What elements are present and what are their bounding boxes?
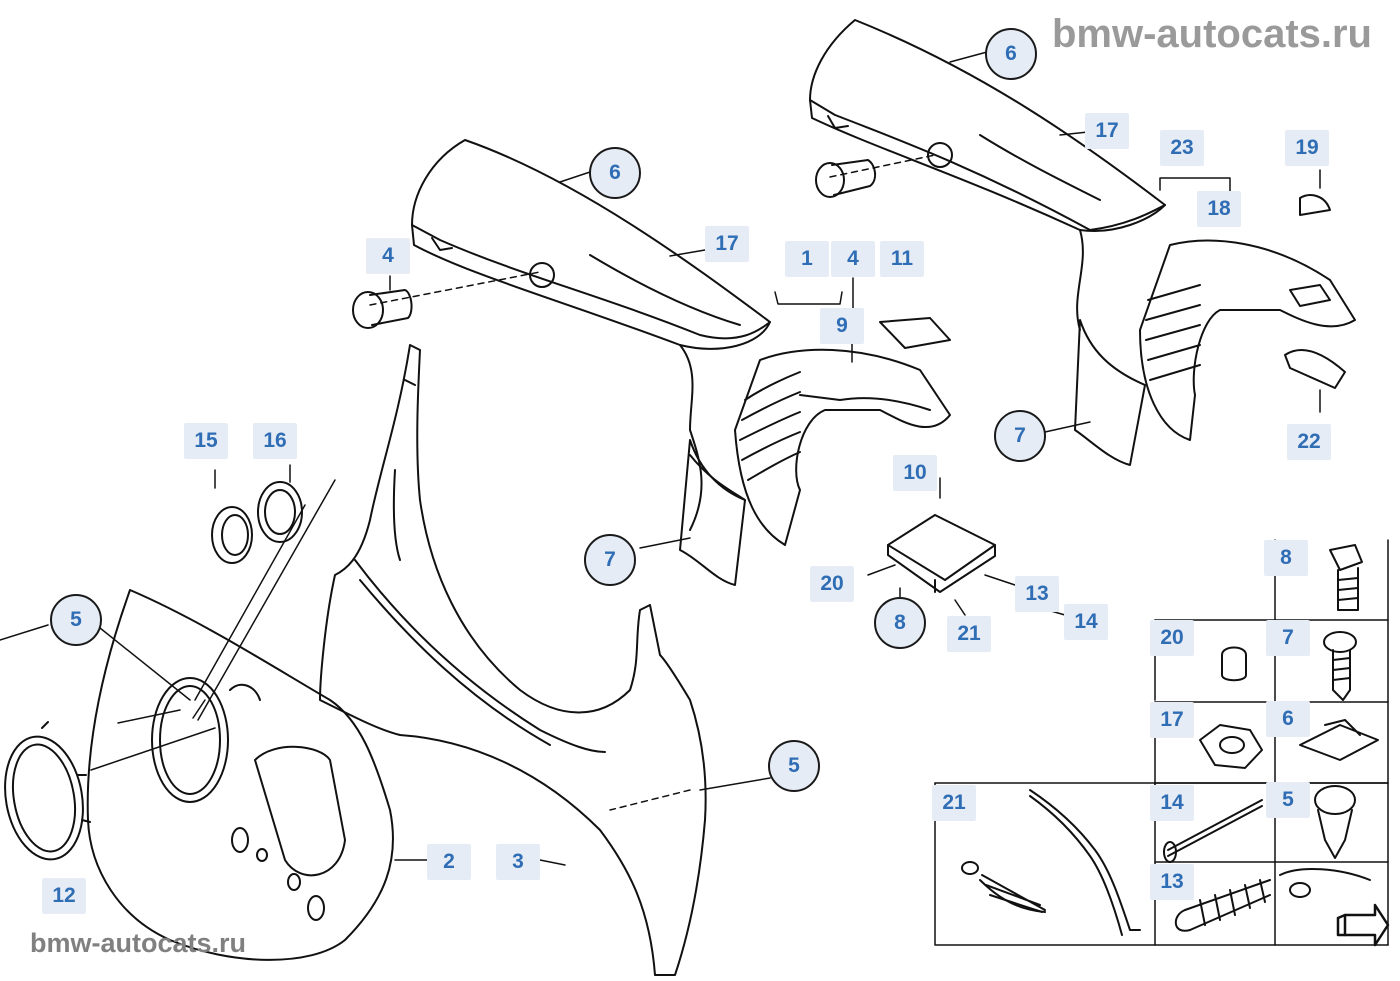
callout-2[interactable]: 2 bbox=[427, 844, 471, 880]
speaker-ring bbox=[4, 721, 91, 861]
callout-11[interactable]: 11 bbox=[880, 241, 924, 277]
hw-nut bbox=[1199, 724, 1263, 769]
callout-16[interactable]: 16 bbox=[253, 423, 297, 459]
grommet-pair bbox=[211, 481, 303, 564]
callout-3[interactable]: 3 bbox=[496, 844, 540, 880]
callout-5-mid[interactable]: 5 bbox=[768, 740, 820, 792]
push-clip-right bbox=[815, 159, 876, 198]
pillar-trim-left bbox=[411, 139, 771, 531]
cover-plate bbox=[887, 514, 996, 593]
side-trim-panel bbox=[86, 589, 394, 961]
callout-7-left[interactable]: 7 bbox=[584, 534, 636, 586]
hw-label-7[interactable]: 7 bbox=[1266, 620, 1310, 656]
hw-label-20[interactable]: 20 bbox=[1150, 620, 1194, 656]
hw-rod bbox=[1163, 799, 1263, 863]
hw-label-13[interactable]: 13 bbox=[1150, 864, 1194, 900]
hw-clip-plate bbox=[1299, 719, 1379, 761]
hw-label-21[interactable]: 21 bbox=[932, 785, 976, 821]
callout-23[interactable]: 23 bbox=[1160, 130, 1204, 166]
callout-15[interactable]: 15 bbox=[184, 423, 228, 459]
hw-label-8[interactable]: 8 bbox=[1264, 540, 1308, 576]
hw-label-6[interactable]: 6 bbox=[1266, 701, 1310, 737]
bracket-right bbox=[1139, 194, 1356, 441]
garnish-left bbox=[679, 439, 746, 586]
bracket-left bbox=[734, 317, 951, 546]
callout-8[interactable]: 8 bbox=[874, 597, 926, 649]
callout-7-right[interactable]: 7 bbox=[994, 410, 1046, 462]
callout-19[interactable]: 19 bbox=[1285, 130, 1329, 166]
hw-spring bbox=[1174, 879, 1271, 932]
callout-4-right[interactable]: 4 bbox=[831, 241, 875, 277]
callout-22[interactable]: 22 bbox=[1287, 424, 1331, 460]
hw-cable bbox=[961, 789, 1141, 936]
watermark-top: bmw-autocats.ru bbox=[1051, 12, 1372, 56]
callout-18[interactable]: 18 bbox=[1197, 191, 1241, 227]
callout-4-left[interactable]: 4 bbox=[366, 238, 410, 274]
callout-14[interactable]: 14 bbox=[1064, 604, 1108, 640]
callout-10[interactable]: 10 bbox=[893, 455, 937, 491]
hw-push-clip bbox=[1314, 785, 1356, 859]
watermark-bottom: bmw-autocats.ru bbox=[30, 928, 247, 958]
hw-label-5[interactable]: 5 bbox=[1266, 782, 1310, 818]
hw-label-14[interactable]: 14 bbox=[1150, 785, 1194, 821]
push-clip-left bbox=[352, 289, 413, 329]
quarter-panel-trim bbox=[319, 344, 707, 976]
callout-21[interactable]: 21 bbox=[947, 616, 991, 652]
callout-13[interactable]: 13 bbox=[1015, 576, 1059, 612]
garnish-right bbox=[1074, 319, 1146, 466]
hw-arrow-diagram bbox=[1279, 867, 1390, 947]
callout-12[interactable]: 12 bbox=[42, 878, 86, 914]
callout-1[interactable]: 1 bbox=[785, 241, 829, 277]
callout-5-left[interactable]: 5 bbox=[50, 594, 102, 646]
callout-6-left[interactable]: 6 bbox=[589, 147, 641, 199]
callout-20[interactable]: 20 bbox=[810, 566, 854, 602]
callout-17-left[interactable]: 17 bbox=[705, 226, 749, 262]
hw-label-17[interactable]: 17 bbox=[1150, 702, 1194, 738]
callout-6-right[interactable]: 6 bbox=[985, 28, 1037, 80]
callout-9[interactable]: 9 bbox=[820, 308, 864, 344]
hw-bolt bbox=[1329, 544, 1363, 611]
pillar-trim-right bbox=[809, 19, 1166, 331]
callout-17-right[interactable]: 17 bbox=[1085, 113, 1129, 149]
hw-cap bbox=[1221, 646, 1247, 682]
hw-screw bbox=[1323, 631, 1357, 701]
